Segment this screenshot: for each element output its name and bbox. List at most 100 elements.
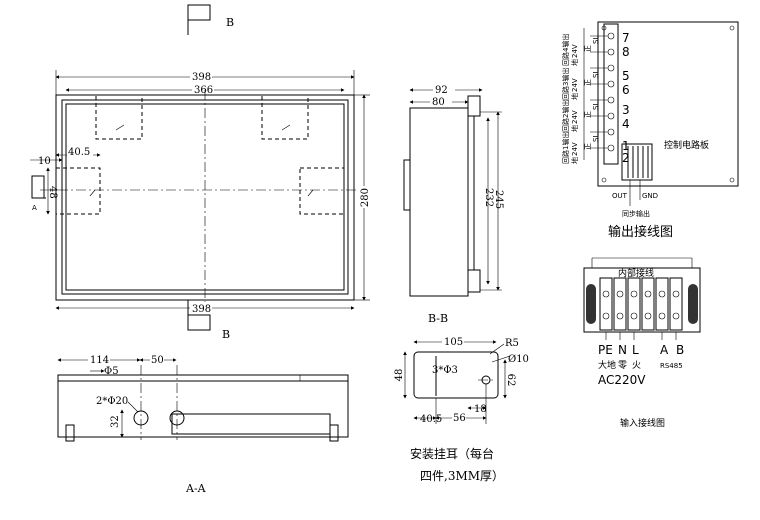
dim-hole-height: 32	[110, 415, 121, 428]
dim-bracket-width: 105	[444, 337, 463, 348]
dim-depth-inner: 80	[432, 97, 445, 108]
section-mark-bottom: B	[222, 328, 230, 341]
pin-b: B	[676, 343, 684, 357]
svg-text:24V: 24V	[571, 110, 579, 124]
section-flag-bottom: B	[187, 300, 230, 341]
pin-n: N	[618, 343, 627, 357]
terminal-number: 2	[622, 151, 630, 165]
section-mark-top: B	[226, 16, 234, 29]
svg-text:SL: SL	[592, 70, 600, 78]
channel-label-3: 回路3输出 地 24V 正 SL	[561, 68, 600, 100]
svg-text:SL: SL	[592, 102, 600, 110]
terminal-wires	[583, 28, 608, 160]
section-mark-left: A	[32, 204, 37, 212]
channel-label-4: 回路4输出 地 24V 正 SL	[561, 34, 600, 66]
svg-text:24V: 24V	[571, 78, 579, 92]
bottom-view-title: A-A	[185, 482, 207, 495]
svg-text:SL: SL	[592, 36, 600, 44]
input-wiring-title: 输入接线图	[620, 417, 665, 429]
dim-height-b: 245	[493, 190, 504, 209]
svg-text:回路2输出: 回路2输出	[561, 100, 570, 132]
front-outer-frame	[55, 94, 355, 301]
terminal-number: 8	[622, 45, 630, 59]
output-wiring-diagram: 控制电路板 7 8 5 6 3	[561, 21, 739, 240]
svg-text:24V: 24V	[571, 44, 579, 58]
terminal-screws	[607, 32, 615, 152]
dim-gap: 18	[474, 404, 487, 415]
svg-text:回路4输出: 回路4输出	[561, 34, 570, 66]
dim-big-holes: 2*Φ20	[96, 396, 128, 407]
dim-hole-offset: 114	[90, 355, 109, 366]
bracket-caption-line2: 四件,3MM厚）	[420, 469, 504, 483]
svg-text:SL: SL	[592, 134, 600, 142]
side-body	[409, 107, 469, 297]
board-label: 控制电路板	[664, 139, 709, 151]
dim-bottom-right: 56	[453, 413, 466, 424]
out-label: OUT	[612, 192, 628, 200]
pin-desc-live: 火	[632, 360, 641, 371]
dim-height: 280	[360, 188, 371, 207]
rs485-label: RS485	[660, 362, 683, 370]
pin-a: A	[660, 343, 669, 357]
bottom-body	[57, 374, 349, 438]
front-view: B 398 366 10 40.5	[30, 4, 371, 341]
terminal-number: 6	[622, 83, 630, 97]
svg-text:回路3输出: 回路3输出	[561, 68, 570, 100]
voltage-label: AC220V	[598, 373, 646, 387]
dim-bottom-left: 40.5	[420, 414, 442, 425]
pin-desc-neutral: 零	[618, 360, 627, 371]
svg-text:正: 正	[584, 79, 592, 86]
svg-text:回路1输出: 回路1输出	[561, 132, 570, 164]
dim-right-height: 62	[505, 374, 516, 387]
dim-height-a: 232	[483, 188, 494, 207]
dim-inner-width: 366	[194, 85, 213, 96]
dim-small-hole: Φ5	[104, 366, 119, 377]
bracket-caption-line1: 安装挂耳（每台	[410, 446, 494, 461]
section-flag-top: B	[187, 4, 234, 35]
bottom-view: 114 50 Φ5 2*Φ20 32 A-A	[57, 354, 349, 495]
terminal-number: 1	[622, 139, 630, 153]
svg-text:正: 正	[584, 143, 592, 150]
terminal-number: 3	[622, 103, 630, 117]
sync-label: 同步输出	[622, 209, 650, 218]
dim-spacing: 50	[151, 355, 164, 366]
input-wiring-diagram: 内部接线	[583, 257, 701, 429]
dim-bracket-offset: 40.5	[68, 147, 90, 158]
dim-depth-outer: 92	[435, 85, 448, 96]
svg-text:正: 正	[584, 45, 592, 52]
input-terminals	[599, 277, 683, 340]
internal-label: 内部接线	[618, 267, 654, 279]
input-terminal-block	[583, 267, 701, 333]
terminal-number: 7	[622, 31, 630, 45]
dim-left-offset: 10	[38, 156, 51, 167]
output-wiring-title: 输出接线图	[608, 224, 673, 240]
pin-desc-earth: 大地	[598, 359, 616, 371]
section-flag-left: A	[31, 175, 46, 212]
dim-radius: R5	[505, 338, 519, 349]
svg-text:地: 地	[570, 59, 579, 66]
dim-overall-width: 398	[192, 72, 211, 83]
svg-text:24V: 24V	[571, 142, 579, 156]
dim-left-height: 48	[394, 369, 405, 382]
svg-text:地: 地	[570, 157, 579, 164]
channel-label-2: 回路2输出 地 24V 正 SL	[561, 100, 600, 132]
dim-hole: Ø10	[508, 354, 529, 365]
mounting-bracket: 105 R5 Ø10 3*Φ3 48 62 40.5 56 18 安装挂耳（每台…	[394, 336, 529, 483]
dim-bracket-height: 48	[47, 186, 58, 199]
pin-pe: PE	[598, 343, 613, 357]
control-board	[597, 21, 739, 187]
svg-text:地: 地	[570, 125, 579, 132]
terminal-number: 5	[622, 69, 630, 83]
dim-slot: 3*Φ3	[432, 365, 458, 376]
svg-text:地: 地	[570, 93, 579, 100]
bracket-plate	[413, 351, 499, 399]
terminal-number: 4	[622, 117, 630, 131]
side-view: 92 80 232 245 B-B	[403, 84, 504, 325]
sync-connector-pins	[627, 146, 649, 178]
pin-l: L	[632, 343, 639, 357]
channel-label-1: 回路1输出 地 24V 正 SL	[561, 132, 600, 164]
dim-bottom-width: 398	[192, 304, 211, 315]
side-view-title: B-B	[428, 312, 448, 325]
